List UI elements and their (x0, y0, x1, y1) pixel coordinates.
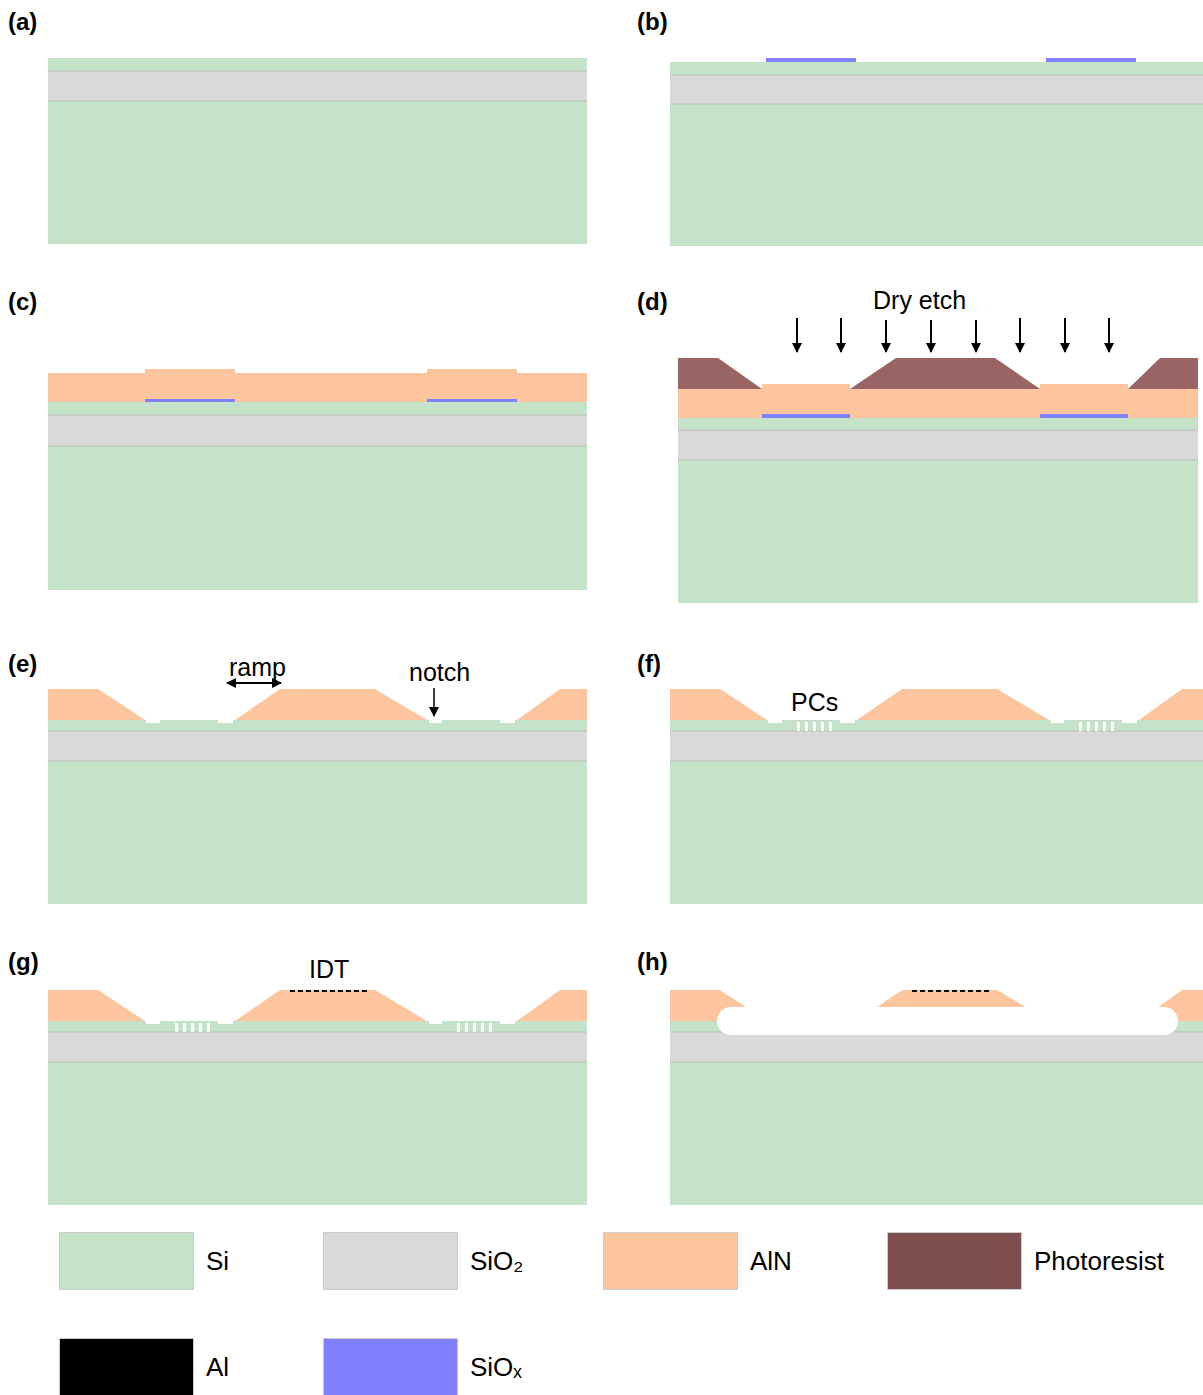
legend-text: Photoresist (1034, 1248, 1164, 1274)
panel-d (678, 318, 1198, 603)
callout-label: ramp (229, 655, 286, 680)
legend-text: SiOₓ (470, 1354, 522, 1380)
panel-g (48, 990, 587, 1205)
panel-a (48, 58, 587, 244)
legend-swatch (604, 1233, 737, 1289)
panel-letter: (c) (8, 290, 37, 314)
legend-text: SiO₂ (470, 1248, 523, 1274)
panel-h (670, 990, 1203, 1205)
callout-label: PCs (791, 690, 838, 715)
legend-swatch (60, 1339, 193, 1395)
legend-text: Si (206, 1248, 229, 1274)
panel-letter: (d) (637, 290, 668, 314)
panel-letter: (b) (637, 10, 668, 34)
callout-label: notch (409, 660, 470, 685)
panel-f (670, 689, 1203, 904)
panel-e (48, 683, 587, 904)
legend-text: AlN (750, 1248, 792, 1274)
panel-b (670, 58, 1203, 246)
legend-swatch (888, 1233, 1021, 1289)
panel-letter: (f) (637, 652, 661, 676)
legend-swatch (324, 1233, 457, 1289)
panel-letter: (a) (8, 10, 37, 34)
panel-letter: (e) (8, 652, 37, 676)
panel-letter: (h) (637, 950, 668, 974)
legend-text: Al (206, 1354, 229, 1380)
legend-swatch (324, 1339, 457, 1395)
callout-label: Dry etch (873, 288, 966, 313)
legend-swatch (60, 1233, 193, 1289)
callout-label: IDT (309, 957, 349, 982)
panel-c (48, 369, 587, 590)
panel-letter: (g) (8, 950, 39, 974)
